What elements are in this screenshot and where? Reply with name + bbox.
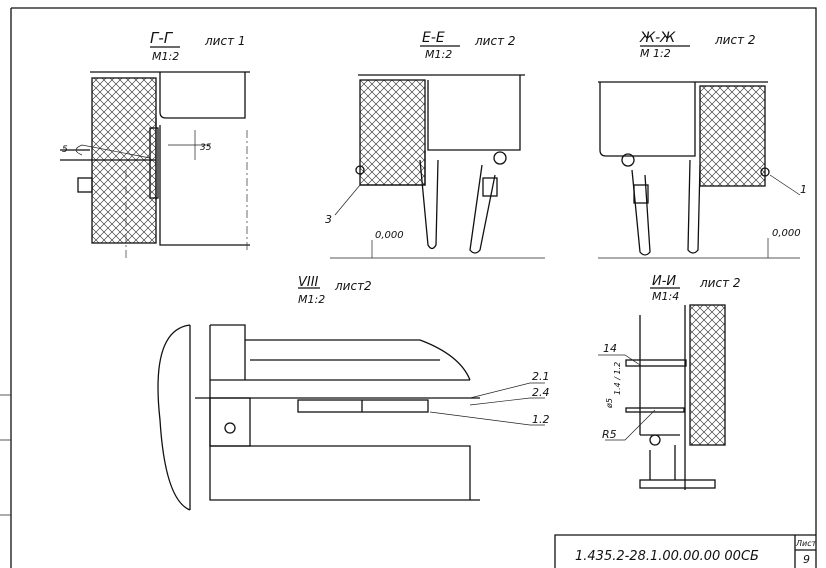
viii-scale: М1:2 xyxy=(298,293,325,306)
sheet-number: 9 xyxy=(803,553,810,566)
gg-title: Г-Г xyxy=(150,29,174,47)
ee-level: 0,000 xyxy=(375,230,404,241)
zhzh-sheet: лист 2 xyxy=(714,33,756,47)
title-block xyxy=(554,534,816,568)
ii-scale: М1:4 xyxy=(652,290,679,303)
ee-sheet: лист 2 xyxy=(474,34,516,48)
gg-scale: М1:2 xyxy=(152,50,179,63)
gg-dim-big: 35 xyxy=(200,143,212,153)
section-g-g xyxy=(60,46,250,260)
viii-sheet: лист2 xyxy=(334,279,372,293)
zhzh-scale: М 1:2 xyxy=(640,47,671,60)
ii-callout-14: 14 xyxy=(603,342,617,355)
gg-dim-small: 5 xyxy=(62,145,68,155)
zhzh-level: 0,000 xyxy=(772,228,801,239)
ii-title: И-И xyxy=(652,274,676,289)
sheet-label: Лист xyxy=(795,539,817,548)
section-i-i xyxy=(598,287,726,490)
ii-dim-phi: ø5 xyxy=(605,398,614,409)
ii-sheet: лист 2 xyxy=(699,276,741,290)
ee-callout: 3 xyxy=(325,213,332,226)
viii-title: VIII xyxy=(298,275,319,290)
ee-scale: М1:2 xyxy=(425,48,452,61)
viii-callout-3: 1.2 xyxy=(532,413,550,426)
ee-title: Е-Е xyxy=(422,30,445,46)
view-viii xyxy=(157,287,545,511)
ii-callout-r5: R5 xyxy=(602,428,617,441)
drawing-code: 1.435.2-28.1.00.00.00 00СБ xyxy=(575,549,759,564)
section-e-e xyxy=(330,45,545,259)
zhzh-title: Ж-Ж xyxy=(639,30,676,46)
section-zh-zh xyxy=(598,45,801,259)
viii-callout-2: 2.4 xyxy=(532,386,550,399)
sheet-frame xyxy=(0,7,817,568)
zhzh-callout: 1 xyxy=(800,183,807,196)
gg-sheet: лист 1 xyxy=(204,34,246,48)
viii-callout-1: 2.1 xyxy=(532,370,550,383)
ii-dim-thick: 1.4 / 1.2 xyxy=(613,362,622,395)
